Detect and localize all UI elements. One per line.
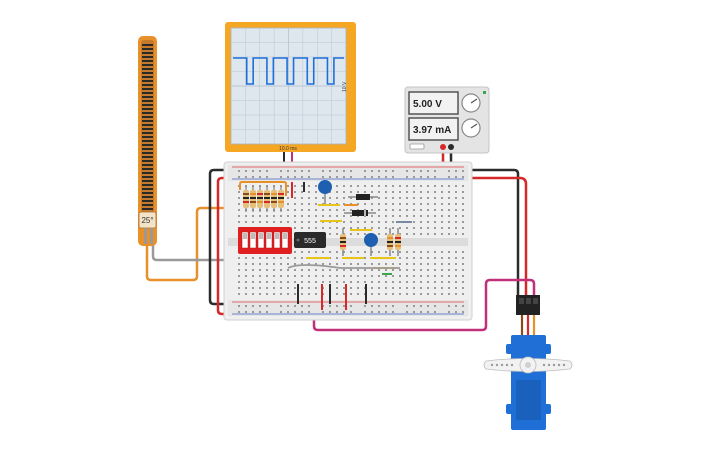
current-knob-icon[interactable] [461, 118, 481, 138]
capacitor-top[interactable] [318, 180, 332, 204]
ic-555[interactable]: 555 [294, 232, 326, 248]
flex-sensor[interactable]: 25° [138, 36, 157, 246]
power-supply[interactable]: 5.00 V 3.97 mA [404, 86, 490, 154]
resistor-mid-3[interactable] [395, 228, 401, 256]
wire-red-left[interactable] [216, 176, 238, 316]
wire-magenta-signal[interactable] [312, 278, 536, 332]
servo-horn-icon[interactable] [483, 356, 573, 374]
resistor-mid-1[interactable] [340, 228, 346, 256]
diode-top[interactable] [348, 194, 378, 200]
flex-angle: 25° [141, 216, 153, 225]
breadboard[interactable] [223, 161, 473, 321]
voltage-knob-icon[interactable] [461, 93, 481, 113]
dip-switch[interactable] [238, 227, 292, 254]
supply-negative-terminal[interactable] [448, 144, 454, 150]
scope-waveform [233, 57, 344, 85]
oscilloscope[interactable]: 10 V 10.0 ms [225, 22, 356, 152]
wire-black-left[interactable] [208, 168, 238, 306]
resistor-array[interactable] [243, 186, 284, 212]
jumpers-vertical[interactable] [291, 182, 367, 310]
capacitor-middle[interactable] [364, 233, 378, 256]
ic-label: 555 [304, 238, 316, 245]
supply-voltage-readout: 5.00 V [413, 99, 442, 110]
wire-red-servo[interactable] [456, 176, 528, 297]
resistor-mid-2[interactable] [387, 228, 393, 256]
wire-orange-flex[interactable] [145, 206, 236, 282]
supply-status-led [483, 91, 486, 94]
jumper-grey-long[interactable] [287, 264, 400, 269]
jumper-orange-top[interactable] [239, 181, 287, 196]
wire-black-servo[interactable] [456, 168, 520, 297]
scope-time-div: 10.0 ms [279, 146, 297, 152]
supply-current-readout: 3.97 mA [413, 125, 451, 136]
servo-motor[interactable] [483, 295, 573, 430]
wire-grey-flex[interactable] [151, 241, 302, 262]
diode-middle[interactable] [344, 210, 376, 216]
supply-power-switch[interactable] [409, 143, 425, 150]
scope-grid [231, 28, 346, 144]
supply-positive-terminal[interactable] [440, 144, 446, 150]
scope-volt-div: 10 V [342, 81, 348, 92]
